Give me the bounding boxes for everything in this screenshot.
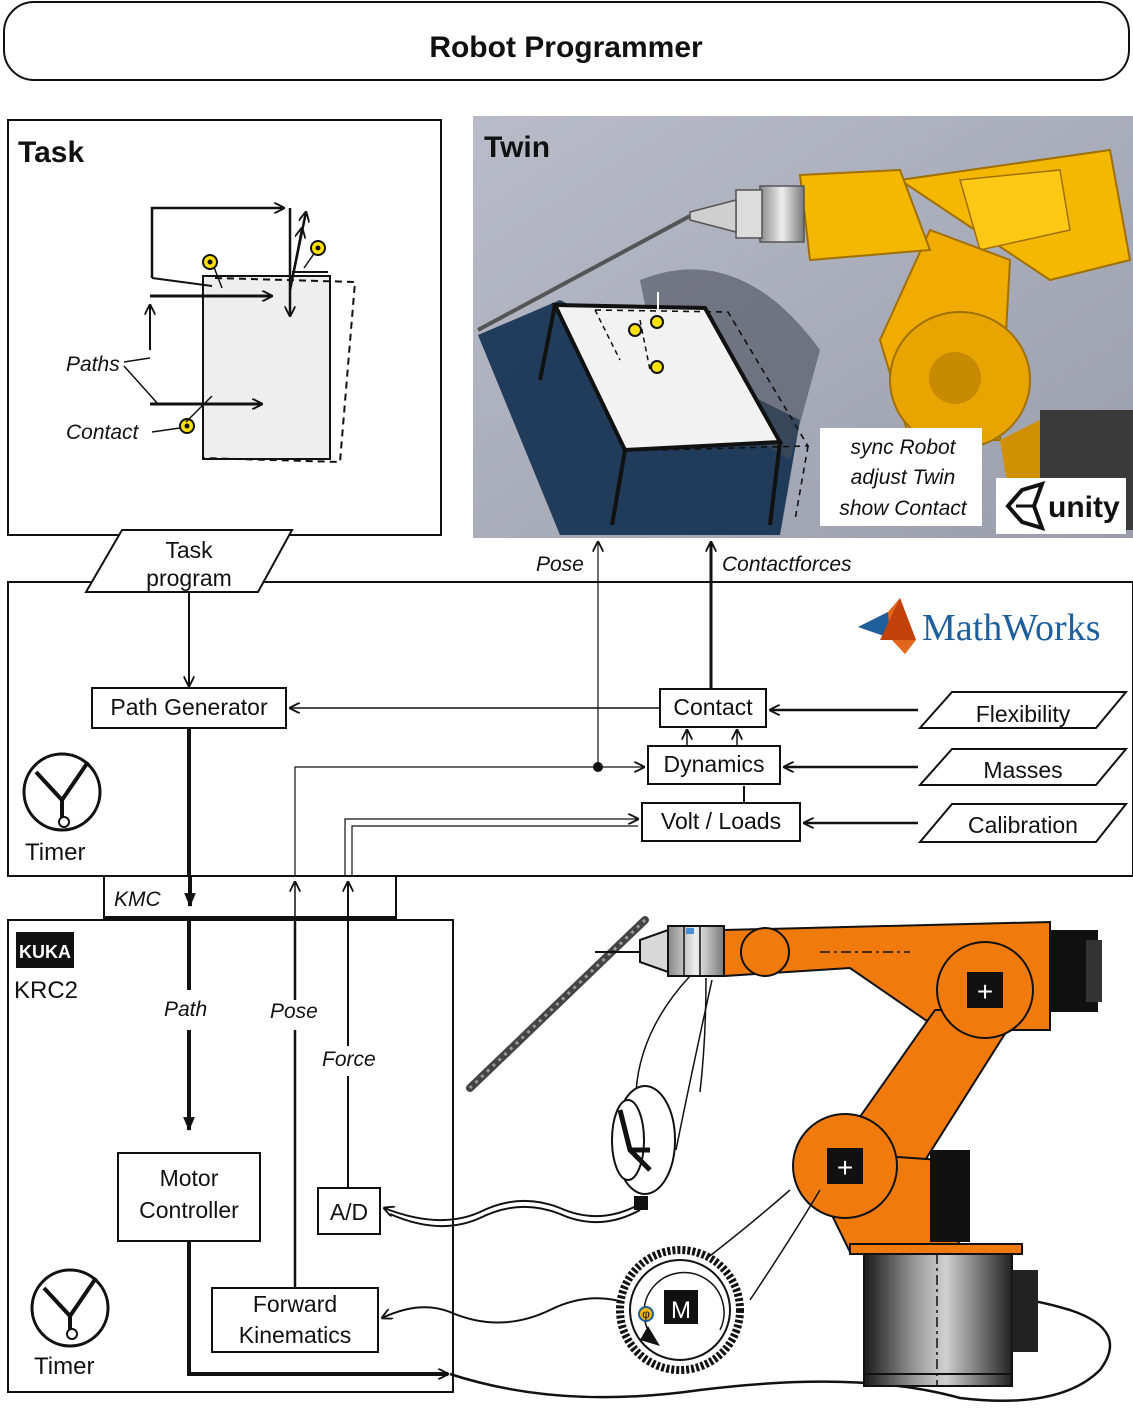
volt-loads-block-label: Volt / Loads [661, 808, 781, 834]
kuka-robot: + + [470, 920, 1102, 1386]
contact-point-icon [651, 316, 663, 328]
krc2-region: KUKA KRC2 Path Pose Force Motor Controll… [8, 918, 453, 1392]
kuka-logo-text: KUKA [19, 942, 71, 962]
contactforces-label: Contactforces [722, 553, 852, 576]
title-bar: Robot Programmer [4, 2, 1129, 80]
motor-encoder-icon: M φ [620, 1190, 820, 1370]
phi-symbol: φ [642, 1307, 650, 1321]
twin-note-line-3: show Contact [839, 497, 967, 520]
page-title: Robot Programmer [429, 31, 703, 64]
masses-input: Masses [920, 749, 1126, 785]
kuka-base [864, 1254, 1012, 1386]
ad-converter-block: A/D [318, 1188, 380, 1234]
dynamics-block-label: Dynamics [664, 751, 765, 777]
contact-block-label: Contact [673, 694, 753, 720]
dynamics-block: Dynamics [648, 746, 780, 784]
kmc-block: KMC [104, 876, 396, 918]
twin-note-line-1: sync Robot [850, 436, 956, 459]
axis2-joint-symbol: + [837, 1152, 853, 1183]
motor-symbol: M [671, 1297, 691, 1324]
workpiece [203, 276, 330, 459]
kmc-label: KMC [114, 888, 162, 911]
force-sensor-icon [612, 976, 712, 1210]
contact-point-icon [629, 324, 641, 336]
matlab-connections [189, 542, 918, 880]
contact-label: Contact [66, 421, 140, 444]
path-generator-block: Path Generator [92, 688, 286, 728]
pose-label: Pose [270, 1000, 318, 1023]
task-panel-title: Task [18, 136, 84, 169]
twin-panel: Twin sync Robot adjust Twin show Contact… [473, 116, 1133, 538]
axis3-joint-symbol: + [977, 976, 993, 1007]
mathworks-logo-text: MathWorks [922, 607, 1100, 649]
kuka-flange [668, 926, 724, 976]
unity-logo-text: unity [1048, 491, 1120, 524]
masses-label: Masses [983, 757, 1062, 783]
task-program-line-2: program [146, 565, 232, 591]
motor-controller-line-1: Motor [160, 1165, 219, 1191]
krc2-timer-label: Timer [34, 1353, 94, 1380]
matlab-timer-label: Timer [25, 839, 85, 866]
calibration-input: Calibration [920, 804, 1126, 842]
motor-controller-block: Motor Controller [118, 1153, 260, 1241]
mathworks-logo: MathWorks [858, 598, 1100, 654]
forward-kinematics-line-2: Kinematics [239, 1322, 351, 1348]
ad-converter-label: A/D [330, 1199, 368, 1225]
matlab-timer-icon [24, 754, 100, 830]
twin-flange [760, 186, 804, 242]
path-label: Path [164, 998, 207, 1021]
flexibility-label: Flexibility [976, 701, 1071, 727]
krc2-label: KRC2 [14, 977, 78, 1004]
volt-loads-block: Volt / Loads [642, 803, 800, 841]
twin-panel-title: Twin [484, 131, 550, 164]
flexibility-input: Flexibility [920, 692, 1126, 728]
contact-block: Contact [660, 689, 766, 727]
forward-kinematics-block: Forward Kinematics [212, 1288, 378, 1352]
path-generator-label: Path Generator [110, 694, 268, 720]
krc2-timer-icon [32, 1270, 108, 1346]
task-panel: Task Paths Contact [8, 120, 441, 535]
contact-point-icon [651, 361, 663, 373]
twin-note-line-2: adjust Twin [851, 466, 956, 489]
task-program-input: Task program [86, 530, 292, 592]
force-label: Force [322, 1048, 376, 1071]
calibration-label: Calibration [968, 812, 1078, 838]
forward-kinematics-line-1: Forward [253, 1291, 337, 1317]
motor-controller-line-2: Controller [139, 1197, 239, 1223]
pose-up-label: Pose [536, 553, 584, 576]
task-program-line-1: Task [165, 537, 213, 563]
paths-label: Paths [66, 353, 120, 376]
